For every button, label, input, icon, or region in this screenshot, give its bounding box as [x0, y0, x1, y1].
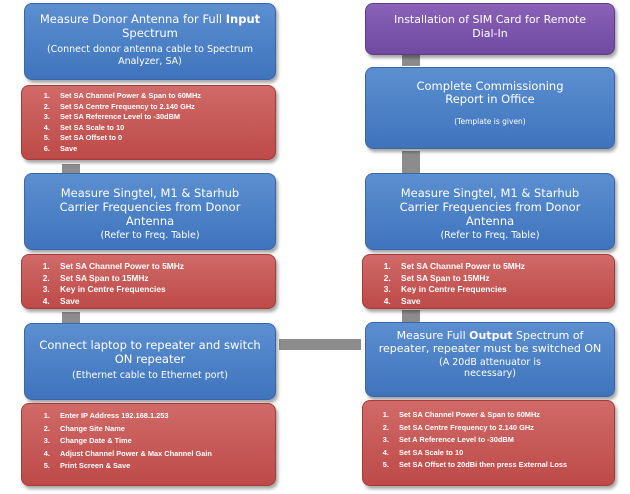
- instruction-list: Set SA Channel Power to 5MHzSet SA Span …: [22, 261, 275, 307]
- step-install-sim-card: Installation of SIM Card for Remote Dial…: [365, 3, 615, 55]
- step-title: Measure Full Output Spectrum of repeater…: [366, 329, 614, 355]
- connector-right-1: [402, 54, 420, 66]
- instruction-list-carrier-frequencies-right: Set SA Channel Power to 5MHzSet SA Span …: [362, 254, 615, 309]
- instruction-item: Set SA Scale to 10: [391, 447, 614, 460]
- connector-right-3: [402, 310, 420, 322]
- step-measure-carrier-frequencies-right: Measure Singtel, M1 & Starhub Carrier Fr…: [365, 173, 615, 250]
- instruction-item: Adjust Channel Power & Max Channel Gain: [52, 448, 275, 461]
- step-title: Complete Commissioning Report in Office: [416, 79, 564, 106]
- step-measure-carrier-frequencies: Measure Singtel, M1 & Starhub Carrier Fr…: [24, 173, 276, 250]
- title-part: Measure Donor Antenna for Full: [39, 12, 226, 26]
- instruction-item: Save: [52, 296, 275, 308]
- step-subtitle: (Template is given): [454, 117, 526, 126]
- instruction-item: Set SA Channel Power & Span to 60MHz: [391, 409, 614, 422]
- instruction-list: Set SA Channel Power & Span to 60MHzSet …: [363, 409, 614, 472]
- instruction-item: Set SA Centre Frequency to 2.140 GHz: [52, 102, 275, 113]
- step-measure-input-spectrum: Measure Donor Antenna for Full Input Spe…: [24, 3, 276, 80]
- instruction-item: Print Screen & Save: [52, 460, 275, 473]
- instruction-item: Set SA Scale to 10: [52, 123, 275, 134]
- title-part: Measure Full: [396, 329, 470, 342]
- title-bold: Output: [469, 329, 513, 342]
- instruction-item: Set SA Centre Frequency to 2.140 GHz: [391, 422, 614, 435]
- instruction-item: Set SA Channel Power to 5MHz: [393, 261, 614, 273]
- step-title: Measure Singtel, M1 & Starhub Carrier Fr…: [59, 186, 241, 228]
- step-subtitle: (A 20dB attenuator is necessary): [439, 357, 541, 379]
- instruction-item: Set SA Offset to 0: [52, 133, 275, 144]
- instruction-item: Enter IP Address 192.168.1.253: [52, 410, 275, 423]
- step-connect-laptop: Connect laptop to repeater and switch ON…: [24, 323, 276, 400]
- instruction-item: Set SA Channel Power & Span to 60MHz: [52, 91, 275, 102]
- instruction-list-repeater-setup: Enter IP Address 192.168.1.253Change Sit…: [21, 403, 276, 486]
- instruction-item: Set SA Span to 15MHz: [393, 273, 614, 285]
- step-measure-output-spectrum: Measure Full Output Spectrum of repeater…: [365, 322, 615, 397]
- instruction-item: Change Site Name: [52, 423, 275, 436]
- step-subtitle: (Refer to Freq. Table): [100, 230, 200, 241]
- instruction-list-carrier-frequencies: Set SA Channel Power to 5MHzSet SA Span …: [21, 254, 276, 309]
- instruction-item: Save: [393, 296, 614, 308]
- instruction-item: Key in Centre Frequencies: [393, 284, 614, 296]
- step-commissioning-report: Complete Commissioning Report in Office …: [365, 67, 615, 149]
- instruction-list-output-spectrum: Set SA Channel Power & Span to 60MHzSet …: [362, 400, 615, 486]
- step-title: Installation of SIM Card for Remote Dial…: [393, 13, 587, 40]
- step-subtitle: (Ethernet cable to Ethernet port): [72, 370, 228, 381]
- instruction-item: Set SA Reference Level to -30dBM: [52, 112, 275, 123]
- title-bold: Input: [225, 12, 261, 26]
- title-part: Spectrum: [122, 26, 178, 40]
- instruction-item: Set A Reference Level to -30dBM: [391, 434, 614, 447]
- instruction-item: Key in Centre Frequencies: [52, 284, 275, 296]
- instruction-item: Save: [52, 144, 275, 155]
- instruction-item: Set SA Offset to 20dBi then press Extern…: [391, 459, 614, 472]
- instruction-item: Change Date & Time: [52, 435, 275, 448]
- step-title: Measure Donor Antenna for Full Input Spe…: [25, 12, 275, 40]
- step-subtitle: (Connect donor antenna cable to Spectrum…: [46, 44, 254, 67]
- connector-right-2: [402, 151, 420, 173]
- step-subtitle: (Refer to Freq. Table): [440, 230, 540, 241]
- instruction-list: Enter IP Address 192.168.1.253Change Sit…: [22, 410, 275, 473]
- instruction-list-input-spectrum: Set SA Channel Power & Span to 60MHzSet …: [21, 85, 276, 160]
- instruction-item: Set SA Span to 15MHz: [52, 273, 275, 285]
- step-title: Measure Singtel, M1 & Starhub Carrier Fr…: [399, 186, 581, 228]
- instruction-list: Set SA Channel Power & Span to 60MHzSet …: [22, 91, 275, 154]
- connector-left-2: [62, 312, 80, 324]
- instruction-list: Set SA Channel Power to 5MHzSet SA Span …: [363, 261, 614, 307]
- title-part: Spectrum of repeater, repeater must be s…: [378, 329, 602, 355]
- step-title: Connect laptop to repeater and switch ON…: [39, 338, 261, 366]
- connector-horizontal: [279, 339, 361, 350]
- instruction-item: Set SA Channel Power to 5MHz: [52, 261, 275, 273]
